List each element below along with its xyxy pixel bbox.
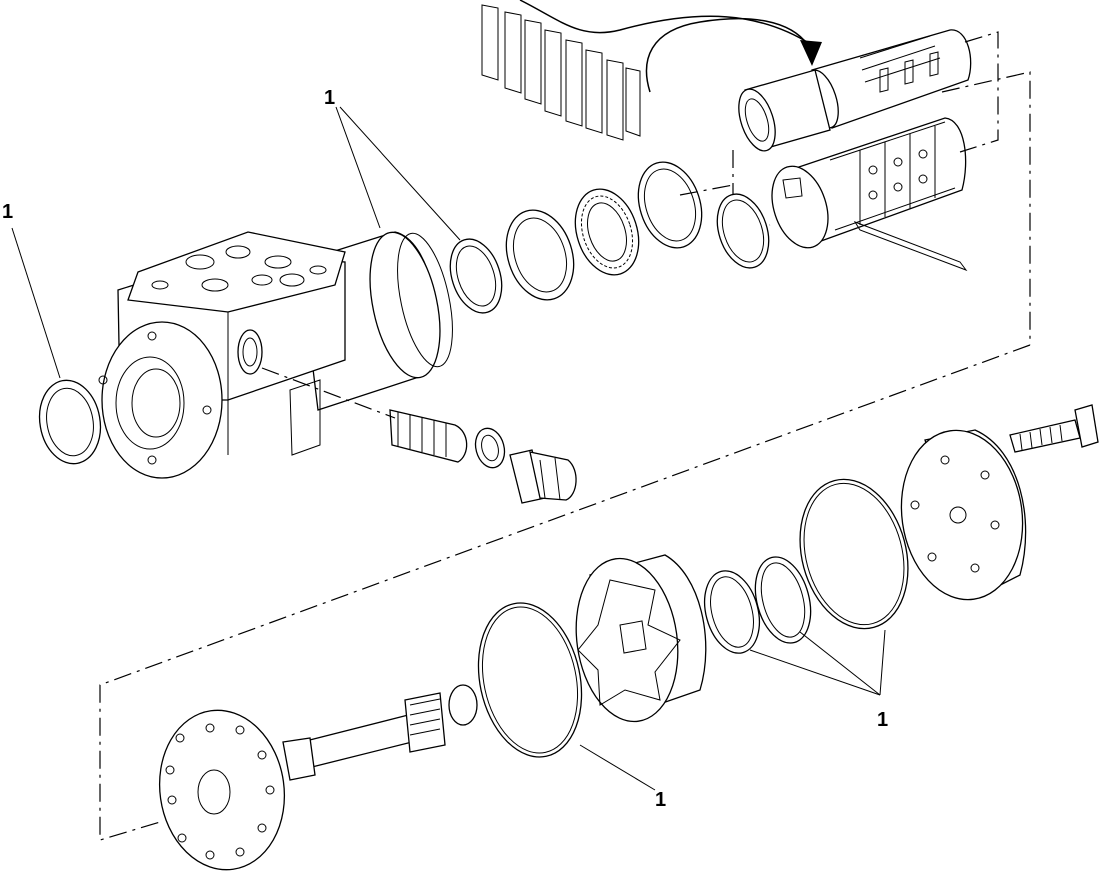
seal-ring-left [38,379,102,465]
pin [853,221,968,272]
bearing-race-a [505,209,575,301]
callout-upper-mid: 1 [324,87,335,109]
relief-valve-spring [389,409,468,463]
thrust-bearing [574,188,640,276]
spacer [448,684,478,726]
sleeve-ring [716,193,770,269]
washer-small [474,427,506,469]
arrow-head-icon [800,40,822,66]
drive-shaft [282,692,446,781]
end-cap-bolt [1009,404,1099,453]
housing [98,231,453,479]
sleeve [738,29,972,152]
centering-springs [481,0,822,141]
port-plate [158,709,286,871]
bearing-race-b [637,161,703,249]
leader-lines [11,106,886,791]
spool [771,117,967,249]
callout-lower-mid: 1 [655,789,666,811]
callout-upper-left: 1 [2,201,13,223]
end-cap [900,429,1027,601]
o-ring-large-right [799,478,909,630]
seal-ring-upper [449,238,503,314]
callout-lower-right: 1 [877,709,888,731]
o-ring-large-left [477,602,583,758]
seal-ring-small [703,570,761,654]
plug [509,449,577,504]
gerotor [575,554,707,723]
